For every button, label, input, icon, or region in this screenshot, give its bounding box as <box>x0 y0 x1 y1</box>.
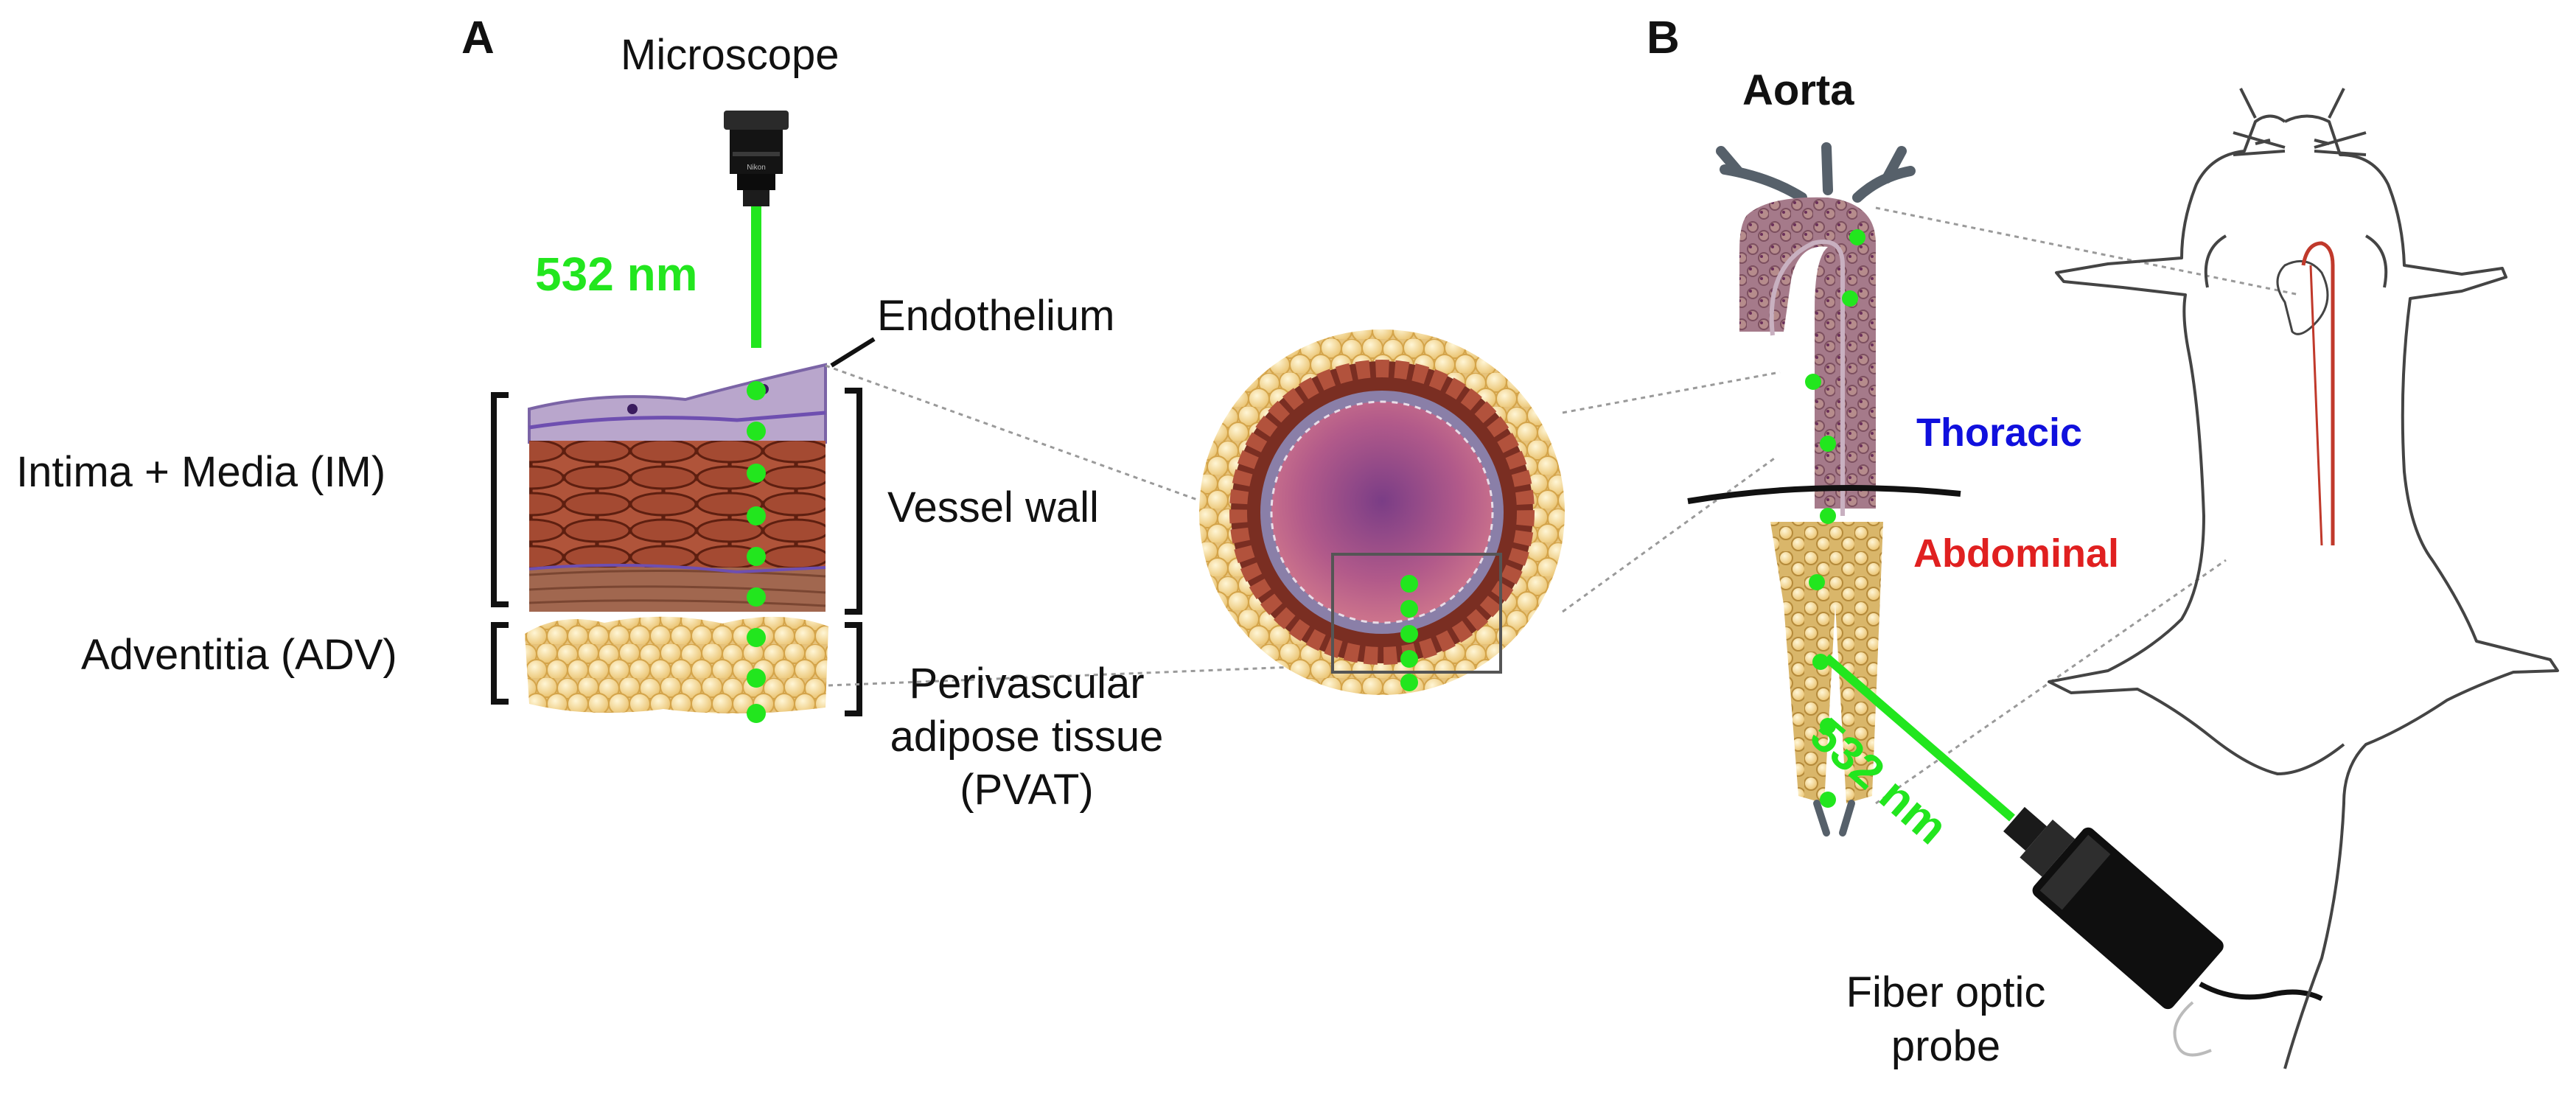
probe-line-2: probe <box>1891 1022 2001 1071</box>
adventitia-label: Adventitia (ADV) <box>81 631 397 679</box>
pvat-label: Perivascular adipose tissue (PVAT) <box>861 657 1193 817</box>
laser-dots-ring <box>1400 575 1418 691</box>
panel-label-a: A <box>461 13 495 63</box>
microscope-logo: Nikon <box>747 164 766 172</box>
pvat-line-2: adipose tissue <box>890 712 1164 761</box>
wavelength-label-a: 532 nm <box>535 248 698 301</box>
laser-dots-a <box>747 381 766 723</box>
connector-lines-a <box>825 364 1335 687</box>
fiber-optic-probe-icon <box>2003 806 2224 1010</box>
thoracic-label: Thoracic <box>1916 411 2083 455</box>
abdominal-label: Abdominal <box>1913 531 2119 576</box>
rat-heart <box>2276 241 2335 546</box>
intima-media-label: Intima + Media (IM) <box>16 448 386 496</box>
vessel-wall-label: Vessel wall <box>887 483 1099 531</box>
thoracic-aorta <box>1739 197 1876 516</box>
diaphragm-line <box>1687 485 1961 504</box>
microscope-objective-icon: Nikon <box>724 111 789 206</box>
pvat-line-1: Perivascular <box>909 660 1145 708</box>
probe-label: Fiber optic probe <box>1798 965 2093 1073</box>
vessel-wall-cross-section <box>525 363 828 714</box>
rat-outline-icon <box>2048 88 2559 1069</box>
laser-dots-b <box>1805 229 1865 808</box>
probe-line-1: Fiber optic <box>1846 968 2046 1016</box>
microscope-label: Microscope <box>621 31 840 79</box>
vessel-ring <box>1199 329 1565 695</box>
aortic-branches <box>1716 142 1916 203</box>
panel-label-b: B <box>1647 13 1680 63</box>
probe-cable <box>2199 981 2323 1002</box>
connector-lines-b <box>1562 206 2300 805</box>
endothelium-leader <box>830 337 876 368</box>
laser-beam-b <box>1823 654 2015 822</box>
brackets <box>491 388 862 716</box>
pvat-line-3: (PVAT) <box>960 765 1094 814</box>
probe-cable-2 <box>2173 1001 2212 1057</box>
endothelium-label: Endothelium <box>877 292 1115 340</box>
aorta-label: Aorta <box>1742 66 1854 114</box>
